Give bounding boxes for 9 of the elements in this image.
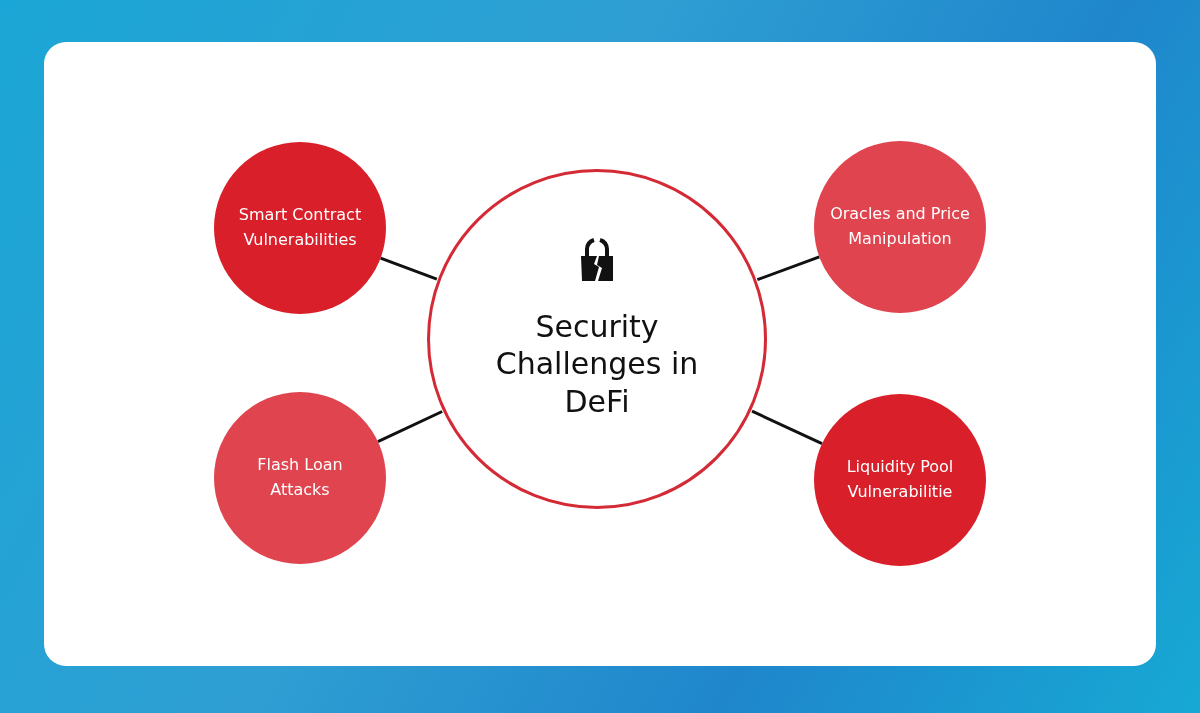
center-title: Security Challenges in DeFi bbox=[494, 307, 700, 421]
topic-label: Oracles and Price Manipulation bbox=[830, 203, 970, 250]
topic-label: Liquidity Pool Vulnerabilitie bbox=[845, 456, 955, 503]
connector-line bbox=[751, 409, 823, 446]
topic-label: Flash Loan Attacks bbox=[256, 454, 344, 501]
connector-line bbox=[380, 256, 438, 281]
topic-label: Smart Contract Vulnerabilities bbox=[237, 204, 363, 251]
connector-line bbox=[377, 410, 443, 443]
connector-line bbox=[756, 255, 820, 282]
